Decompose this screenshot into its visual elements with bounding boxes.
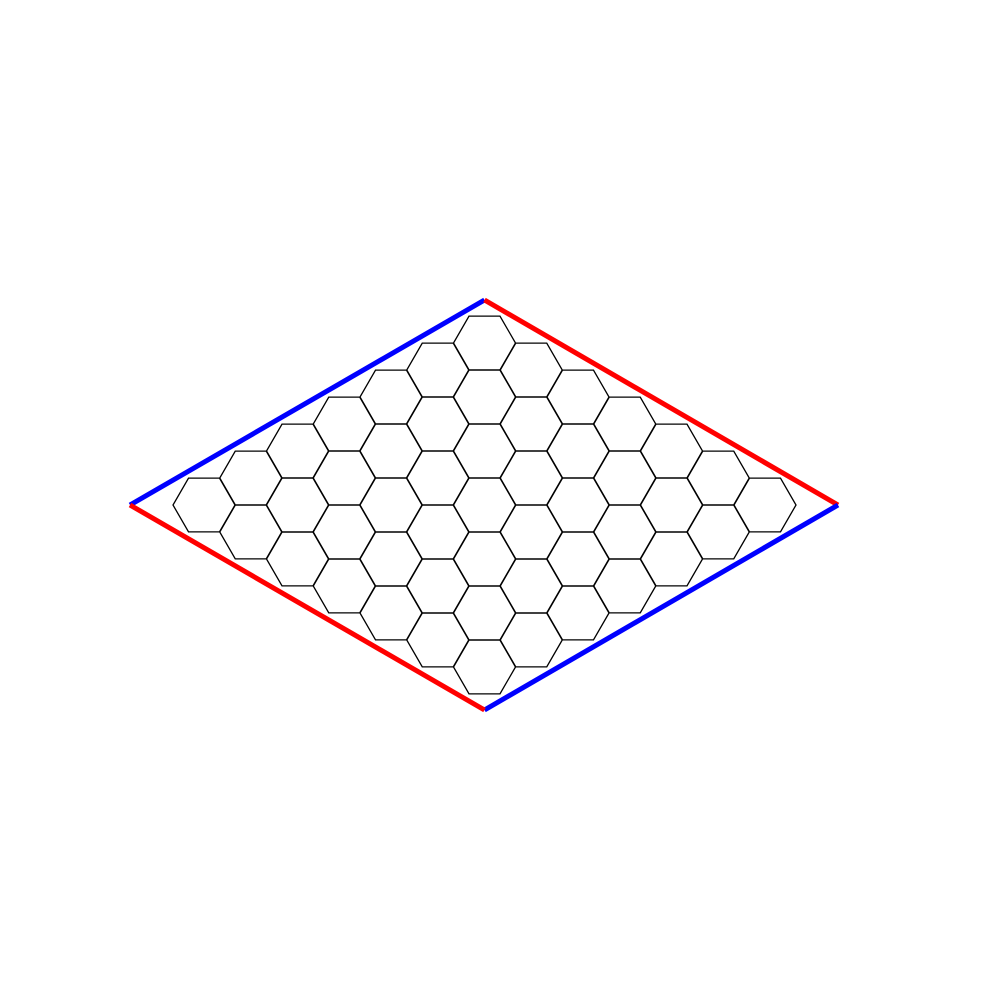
hex-cell[interactable] (452, 639, 517, 695)
edge-top-right-red (483, 297, 840, 508)
edge-top-left-blue (128, 297, 486, 508)
edge-bottom-left-red (128, 502, 486, 713)
board-cells (172, 315, 797, 695)
edge-bottom-right-blue (483, 502, 840, 713)
board-edges (128, 297, 840, 713)
